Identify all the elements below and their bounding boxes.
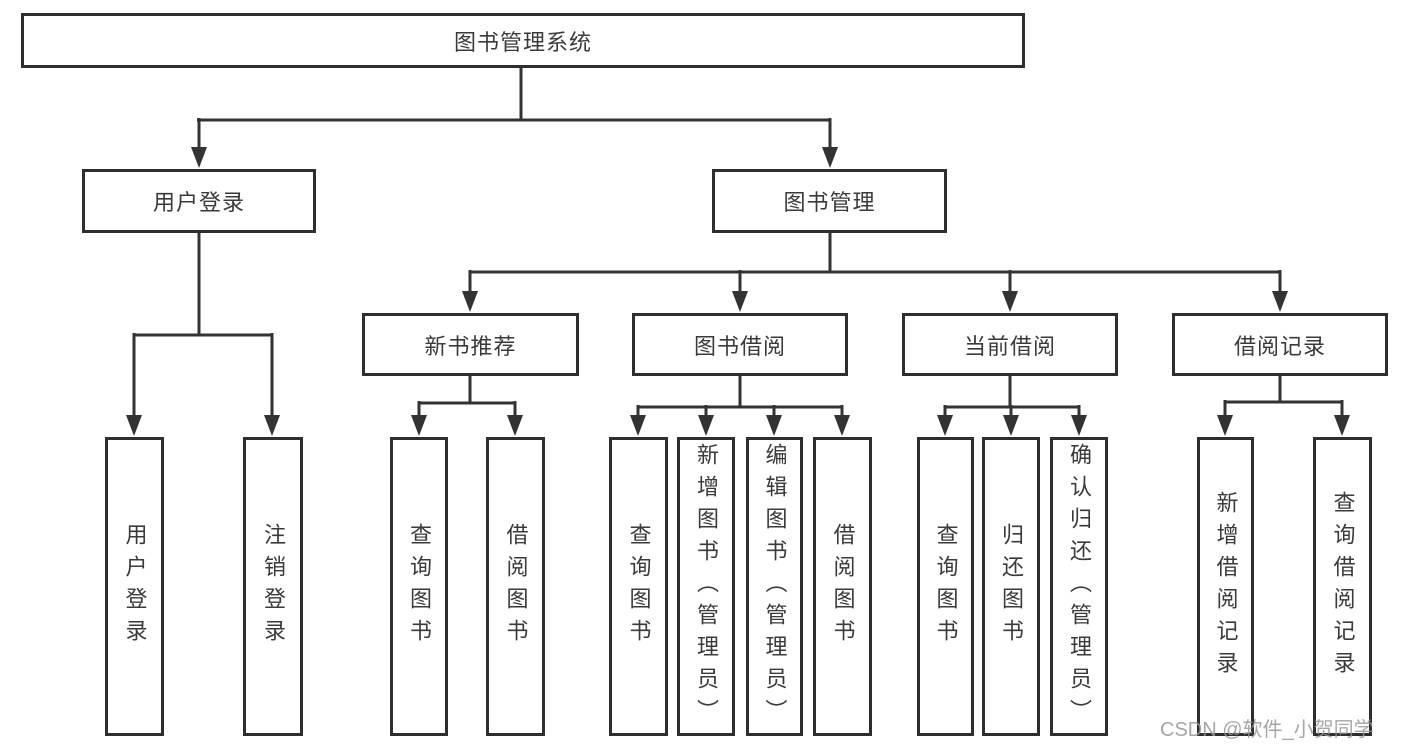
leaf-recommend-borrow-books: 借阅图书 (486, 437, 545, 736)
arrow-down-icon (1334, 415, 1350, 436)
arrow-down-icon (822, 147, 838, 168)
arrow-down-icon (1217, 415, 1233, 436)
arrow-down-icon (937, 415, 953, 436)
node-root-system: 图书管理系统 (21, 13, 1025, 68)
arrow-down-icon (630, 415, 646, 436)
arrow-down-icon (507, 415, 523, 436)
arrow-down-icon (1003, 415, 1019, 436)
leaf-recommend-borrow-books-label: 借阅图书 (503, 522, 529, 651)
leaf-user-login: 用户登录 (105, 437, 164, 736)
leaf-logout-label: 注销登录 (261, 522, 286, 651)
leaf-borrow-books: 借阅图书 (813, 437, 872, 736)
leaf-query-borrow-record: 查询借阅记录 (1313, 437, 1372, 736)
arrow-down-icon (732, 291, 748, 312)
leaf-recommend-query-books: 查询图书 (390, 437, 448, 736)
leaf-add-books-admin-label: 新增图书（管理员） (694, 442, 719, 731)
leaf-borrow-query-books: 查询图书 (609, 437, 668, 736)
leaf-confirm-return-admin: 确认归还（管理员） (1050, 437, 1108, 736)
node-book-management-module: 图书管理 (712, 169, 947, 233)
leaf-return-books: 归还图书 (982, 437, 1040, 736)
arrow-down-icon (126, 415, 142, 436)
leaf-current-query-books: 查询图书 (917, 437, 974, 736)
leaf-return-books-label: 归还图书 (999, 522, 1024, 651)
arrow-down-icon (766, 415, 782, 436)
node-new-book-recommend: 新书推荐 (362, 313, 579, 376)
leaf-recommend-query-books-label: 查询图书 (407, 522, 432, 651)
leaf-confirm-return-admin-label: 确认归还（管理员） (1067, 442, 1092, 731)
node-borrow-records: 借阅记录 (1172, 313, 1388, 376)
arrow-down-icon (264, 415, 280, 436)
arrow-down-icon (191, 147, 207, 168)
arrow-down-icon (834, 415, 850, 436)
leaf-add-borrow-record: 新增借阅记录 (1197, 437, 1254, 736)
node-book-borrow: 图书借阅 (632, 313, 848, 376)
arrowheads (126, 147, 1350, 436)
leaf-user-login-label: 用户登录 (122, 522, 148, 651)
arrow-down-icon (1002, 291, 1018, 312)
leaf-add-books-admin: 新增图书（管理员） (677, 437, 735, 736)
leaf-edit-books-admin: 编辑图书（管理员） (746, 437, 803, 736)
arrow-down-icon (698, 415, 714, 436)
arrow-down-icon (411, 415, 427, 436)
node-book-management-label: 图书管理 (783, 190, 876, 215)
node-current-borrow: 当前借阅 (902, 313, 1118, 376)
leaf-edit-books-admin-label: 编辑图书（管理员） (762, 442, 788, 731)
leaf-borrow-books-label: 借阅图书 (830, 522, 856, 651)
leaf-borrow-query-books-label: 查询图书 (626, 522, 652, 651)
node-book-borrow-label: 图书借阅 (693, 333, 786, 359)
node-root-label: 图书管理系统 (453, 29, 592, 55)
arrow-down-icon (1272, 291, 1288, 312)
node-current-borrow-label: 当前借阅 (963, 333, 1056, 359)
arrow-down-icon (462, 291, 478, 312)
leaf-logout: 注销登录 (243, 437, 303, 736)
leaf-add-borrow-record-label: 新增借阅记录 (1213, 490, 1239, 683)
csdn-watermark: CSDN @软件_小贺同学 (1160, 719, 1374, 741)
leaf-query-borrow-record-label: 查询借阅记录 (1330, 490, 1356, 683)
node-user-login-label: 用户登录 (152, 190, 245, 215)
node-new-book-recommend-label: 新书推荐 (424, 333, 517, 359)
leaf-current-query-books-label: 查询图书 (933, 522, 959, 651)
arrow-down-icon (1071, 415, 1087, 436)
node-user-login-module: 用户登录 (82, 169, 316, 233)
node-borrow-records-label: 借阅记录 (1233, 333, 1326, 359)
